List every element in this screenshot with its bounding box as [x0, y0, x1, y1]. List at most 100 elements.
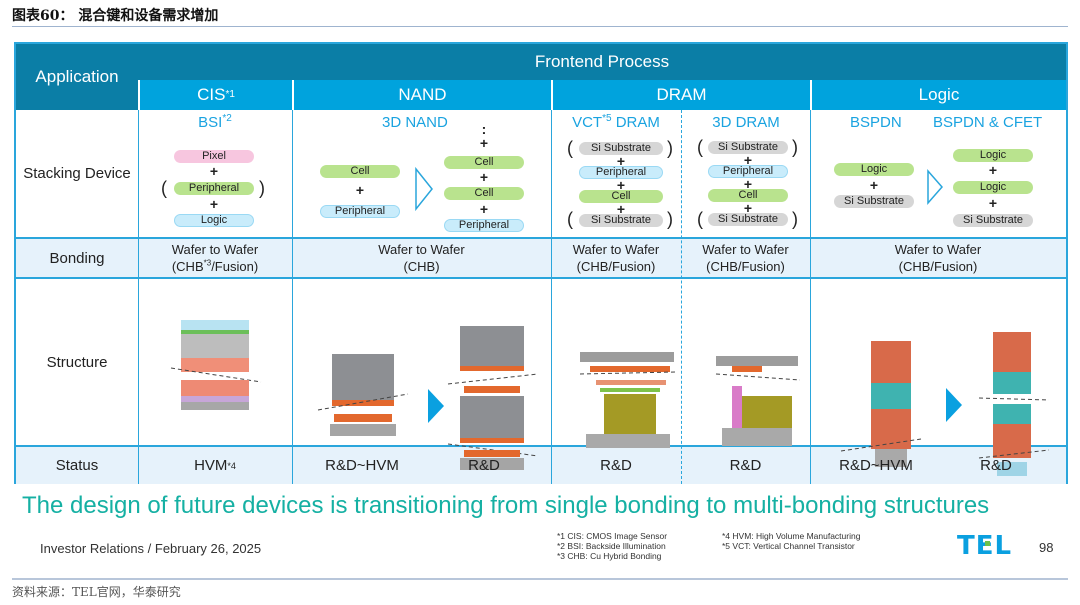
header-cis-label: CIS: [197, 85, 226, 104]
layer-si-substrate: Si Substrate: [953, 214, 1033, 227]
layer-si-substrate: Si Substrate: [579, 214, 663, 227]
bonding-cis: Wafer to Wafer (CHB*3/Fusion): [138, 239, 292, 277]
transition-arrow-icon: [946, 388, 962, 422]
footnote: *1 CIS: CMOS Image Sensor: [557, 531, 668, 541]
plus-sign: +: [988, 162, 998, 178]
grid-line: [551, 110, 552, 484]
bonding-line1: Wafer to Wafer: [572, 242, 660, 257]
layer-si-substrate: Si Substrate: [579, 142, 663, 155]
bsi-label: BSI: [198, 114, 223, 131]
bonding-logic: Wafer to Wafer (CHB/Fusion): [810, 239, 1066, 277]
layer-si-substrate: Si Substrate: [708, 141, 788, 154]
paren-open: (: [567, 209, 573, 229]
layer-pixel: Pixel: [174, 150, 254, 163]
stacking-title-3d-nand: 3D NAND: [382, 114, 448, 131]
plus-sign: +: [479, 201, 489, 217]
plus-sign: +: [988, 195, 998, 211]
bonding-comparison-table: Application Frontend Process CIS*1 NAND …: [14, 42, 1068, 484]
bspdn-cfet-structure-illustration: [978, 332, 1050, 476]
plus-sign: +: [616, 153, 626, 169]
title-divider: [12, 26, 1068, 27]
paren-close: ): [667, 138, 673, 158]
stacking-title-3d-dram: 3D DRAM: [712, 114, 780, 131]
nand-stacked-structure-illustration: [447, 326, 539, 470]
bspdn-structure-illustration: [840, 341, 922, 467]
transition-arrow-outline-icon: [415, 166, 433, 212]
footnote: *2 BSI: Backside Illumination: [557, 541, 666, 551]
status-3d-dram: R&D: [729, 457, 762, 474]
stacking-title-bsi: BSI*2: [138, 114, 292, 132]
layer-peripheral: Peripheral: [708, 165, 788, 178]
vct-dram-structure-illustration: [579, 352, 677, 448]
layer-cell: Cell: [579, 190, 663, 203]
source-divider: [12, 578, 1068, 580]
bonding-line2: (CHB/Fusion): [576, 259, 656, 274]
grid-line: [138, 110, 139, 484]
source-note: 资料来源：TEL官网，华泰研究: [12, 585, 181, 599]
status-bspdn-cfet: R&D: [980, 457, 1012, 474]
row-label-structure: Structure: [46, 353, 108, 371]
plus-sign: +: [209, 196, 219, 212]
paren-open: (: [161, 178, 167, 198]
header-application: Application: [16, 44, 138, 110]
grid-line: [16, 445, 1066, 447]
grid-line: [810, 110, 811, 484]
footnote: *4 HVM: High Volume Manufacturing: [722, 531, 861, 541]
row-label-stacking-device: Stacking Device: [23, 165, 131, 182]
bonding-line1: Wafer to Wafer: [894, 242, 982, 257]
plus-sign: +: [869, 177, 879, 193]
status-bspdn: R&D~HVM: [839, 457, 913, 474]
header-nand: NAND: [292, 80, 551, 110]
transition-arrow-outline-icon: [927, 169, 943, 205]
paren-close: ): [792, 137, 798, 157]
plus-sign: +: [209, 163, 219, 179]
status-nand-future: R&D: [468, 457, 500, 474]
ellipsis-vertical: :: [481, 121, 487, 137]
bonding-line1: Wafer to Wafer: [171, 242, 259, 257]
plus-sign: +: [743, 152, 753, 168]
layer-cell: Cell: [444, 187, 524, 200]
footnote: *5 VCT: Vertical Channel Transistor: [722, 541, 855, 551]
bonding-line2: (CHB*3/Fusion): [172, 258, 258, 275]
paren-open: (: [697, 209, 703, 229]
transition-arrow-icon: [428, 389, 444, 423]
layer-peripheral: Peripheral: [320, 205, 400, 218]
plus-sign: +: [743, 176, 753, 192]
layer-peripheral: Peripheral: [579, 166, 663, 179]
header-cis: CIS*1: [138, 80, 292, 110]
bonding-line1: Wafer to Wafer: [702, 242, 789, 257]
vct-suffix: DRAM: [611, 114, 660, 131]
bonding-row-bg: [16, 238, 1066, 278]
status-cis-label: HVM: [194, 457, 228, 474]
status-cis: HVM*4: [194, 457, 236, 474]
page-number: 98: [1039, 540, 1054, 555]
header-band: [16, 44, 1066, 80]
vct-sup: *5: [602, 113, 612, 124]
tel-logo-dot-icon: [985, 541, 990, 546]
paren-open: (: [697, 137, 703, 157]
investor-relations-date: Investor Relations / February 26, 2025: [40, 541, 262, 556]
paren-close: ): [667, 209, 673, 229]
3d-dram-structure-illustration: [715, 356, 801, 446]
layer-logic: Logic: [953, 149, 1033, 162]
header-frontend-process: Frontend Process: [534, 52, 670, 71]
layer-si-substrate: Si Substrate: [708, 213, 788, 226]
stacking-title-bspdn-cfet: BSPDN & CFET: [933, 114, 1043, 131]
header-dram: DRAM: [551, 80, 810, 110]
layer-logic: Logic: [953, 181, 1033, 194]
bonding-post: /Fusion): [211, 259, 259, 274]
paren-close: ): [792, 209, 798, 229]
plus-sign: +: [479, 169, 489, 185]
bonding-pre: (CHB: [171, 259, 204, 274]
grid-line: [16, 277, 1066, 279]
grid-line: [16, 237, 1066, 239]
plus-sign: +: [355, 182, 365, 198]
grid-line: [292, 110, 293, 484]
layer-cell: Cell: [444, 156, 524, 169]
bonding-nand: Wafer to Wafer (CHB): [292, 239, 551, 277]
layer-logic: Logic: [834, 163, 914, 176]
row-label-bonding: Bonding: [49, 249, 105, 267]
row-label-status: Status: [55, 457, 99, 474]
paren-close: ): [259, 178, 265, 198]
stacking-title-bspdn: BSPDN: [850, 114, 902, 131]
